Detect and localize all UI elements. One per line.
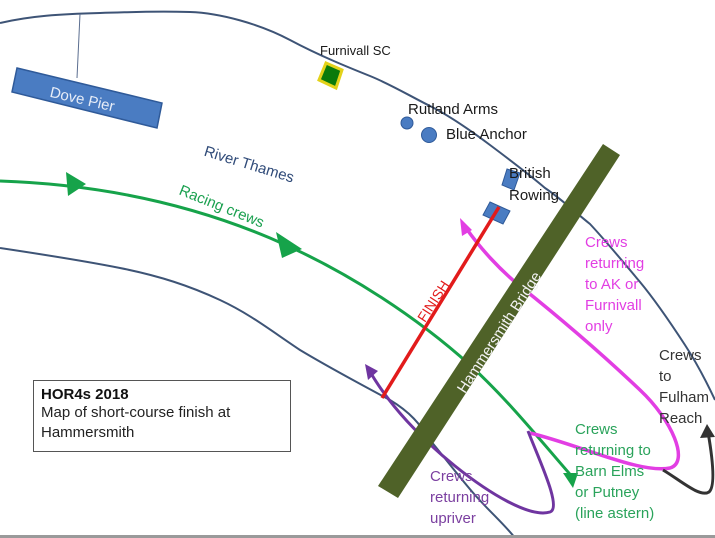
dove-pier-marker[interactable] — [11, 67, 163, 129]
ak-furnivall-line-3: to AK or — [585, 276, 639, 293]
fulham-reach-line-3: Fulham — [659, 389, 710, 406]
fulham-reach-arrowhead — [700, 424, 715, 438]
upriver-line-1: Crews — [430, 468, 473, 485]
barn-elms-line-2: returning to — [575, 442, 651, 459]
furnivall-sc-marker[interactable] — [317, 61, 344, 91]
map-description: Map of short-course finish at Hammersmit… — [41, 404, 231, 441]
furnivall-sc-label: Furnivall SC — [320, 43, 391, 58]
racing-arrow-1 — [66, 172, 86, 196]
ak-furnivall-label: Crews returning to AK or Furnivall only — [585, 232, 644, 337]
british-rowing-label: British Rowing — [509, 163, 559, 207]
map-title: HOR4s 2018 — [41, 386, 129, 403]
map-info-box: HOR4s 2018 Map of short-course finish at… — [33, 380, 291, 452]
upriver-arrowhead — [365, 364, 378, 380]
bottom-border — [0, 535, 715, 538]
upriver-line-2: returning — [430, 489, 490, 506]
ak-furnivall-arrowhead — [460, 218, 472, 236]
fulham-reach-line-2: to — [659, 368, 672, 385]
racing-arrow-2 — [276, 232, 302, 258]
ak-furnivall-line-2: returning — [585, 255, 645, 272]
blue-anchor-label: Blue Anchor — [446, 126, 527, 143]
ak-furnivall-line-4: Furnivall — [585, 297, 642, 314]
hammersmith-bridge[interactable] — [378, 144, 620, 498]
finish-line — [380, 206, 501, 399]
dove-pier-gangway — [76, 13, 81, 79]
blue-anchor-marker[interactable] — [421, 127, 437, 143]
south-riverbank — [0, 247, 516, 538]
barn-elms-line-5: (line astern) — [575, 505, 655, 522]
barn-elms-line-4: or Putney — [575, 484, 640, 501]
upriver-label: Crews returning upriver — [430, 466, 489, 529]
fulham-reach-line-4: Reach — [659, 410, 703, 427]
north-riverbank — [0, 10, 715, 401]
fulham-reach-label: Crews to Fulham Reach — [659, 345, 709, 429]
barn-elms-arrowhead — [563, 473, 578, 488]
british-rowing-line-2: Rowing — [509, 187, 560, 204]
rutland-arms-marker[interactable] — [400, 116, 414, 130]
upriver-line-3: upriver — [430, 510, 476, 527]
ak-furnivall-line-5: only — [585, 318, 613, 335]
british-rowing-marker[interactable] — [501, 168, 521, 191]
barn-elms-line-3: Barn Elms — [575, 463, 645, 480]
british-rowing-line-1: British — [509, 165, 551, 182]
barn-elms-label: Crews returning to Barn Elms or Putney (… — [575, 419, 654, 524]
upriver-return-line — [370, 374, 555, 515]
racing-crews-line — [0, 179, 577, 481]
fulham-reach-line-1: Crews — [659, 347, 702, 364]
fulham-reach-line — [662, 431, 715, 495]
barn-elms-line-1: Crews — [575, 421, 618, 438]
ak-furnivall-line-1: Crews — [585, 234, 628, 251]
rutland-arms-label: Rutland Arms — [408, 101, 499, 118]
